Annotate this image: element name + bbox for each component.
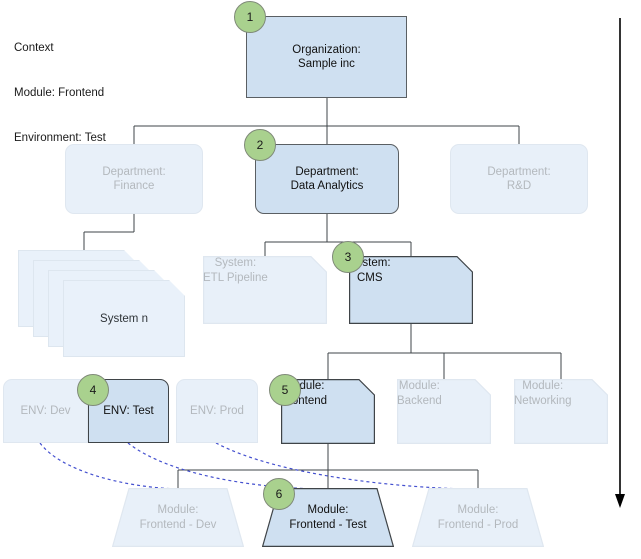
node-organization-sample-inc[interactable]: Organization: Sample inc — [246, 16, 407, 98]
stack-card-4: System n — [63, 280, 185, 357]
node-module-backend[interactable]: Module: Backend — [397, 379, 491, 444]
link-env-prod-to-frontend-prod — [215, 442, 479, 490]
node-label: Module: Frontend - Prod — [437, 504, 519, 531]
node-system-cms[interactable]: System: CMS — [349, 256, 473, 324]
node-department-data-analytics[interactable]: Department: Data Analytics — [255, 144, 399, 214]
node-label: ENV: Dev — [20, 404, 71, 417]
node-label: Module: Frontend - Dev — [139, 504, 217, 531]
node-label: Organization: Sample inc — [292, 43, 361, 71]
badge-3: 3 — [332, 241, 364, 273]
node-department-rnd[interactable]: Department: R&D — [450, 144, 588, 214]
context-legend: Context Module: Frontend Environment: Te… — [14, 11, 106, 176]
context-title: Context — [14, 42, 54, 54]
link-env-dev-to-frontend-dev — [39, 442, 179, 490]
node-module-frontend-dev[interactable]: Module: Frontend - Dev — [112, 488, 244, 547]
badge-1: 1 — [234, 1, 266, 33]
node-label: ENV: Test — [103, 404, 154, 417]
badge-4: 4 — [77, 374, 109, 406]
node-department-finance[interactable]: Department: Finance — [65, 144, 203, 214]
node-env-prod[interactable]: ENV: Prod — [176, 379, 258, 443]
node-label: Department: R&D — [487, 165, 551, 193]
node-system-etl-pipeline[interactable]: System: ETL Pipeline — [203, 256, 327, 324]
badge-5: 5 — [269, 374, 301, 406]
node-label: Module: Frontend - Test — [289, 504, 367, 531]
node-module-frontend-prod[interactable]: Module: Frontend - Prod — [412, 488, 544, 547]
node-surface — [112, 488, 244, 547]
node-system-stack[interactable]: System A System A System A System n — [18, 250, 183, 355]
hierarchy-depth-arrow — [615, 18, 625, 508]
context-module: Module: Frontend — [14, 87, 105, 99]
node-label: ENV: Prod — [190, 404, 244, 417]
node-label: Module: Backend — [397, 380, 442, 407]
node-module-networking[interactable]: Module: Networking — [514, 379, 608, 444]
node-label: Department: Finance — [102, 165, 166, 193]
node-surface — [262, 488, 394, 547]
node-label: Department: Data Analytics — [290, 165, 364, 193]
badge-2: 2 — [244, 129, 276, 161]
node-surface — [412, 488, 544, 547]
node-env-dev[interactable]: ENV: Dev — [3, 379, 88, 443]
node-module-frontend-test[interactable]: Module: Frontend - Test — [262, 488, 394, 547]
badge-6: 6 — [263, 478, 295, 510]
node-label: Module: Networking — [514, 380, 572, 407]
node-label: System: ETL Pipeline — [203, 257, 268, 284]
context-environment: Environment: Test — [14, 132, 106, 144]
